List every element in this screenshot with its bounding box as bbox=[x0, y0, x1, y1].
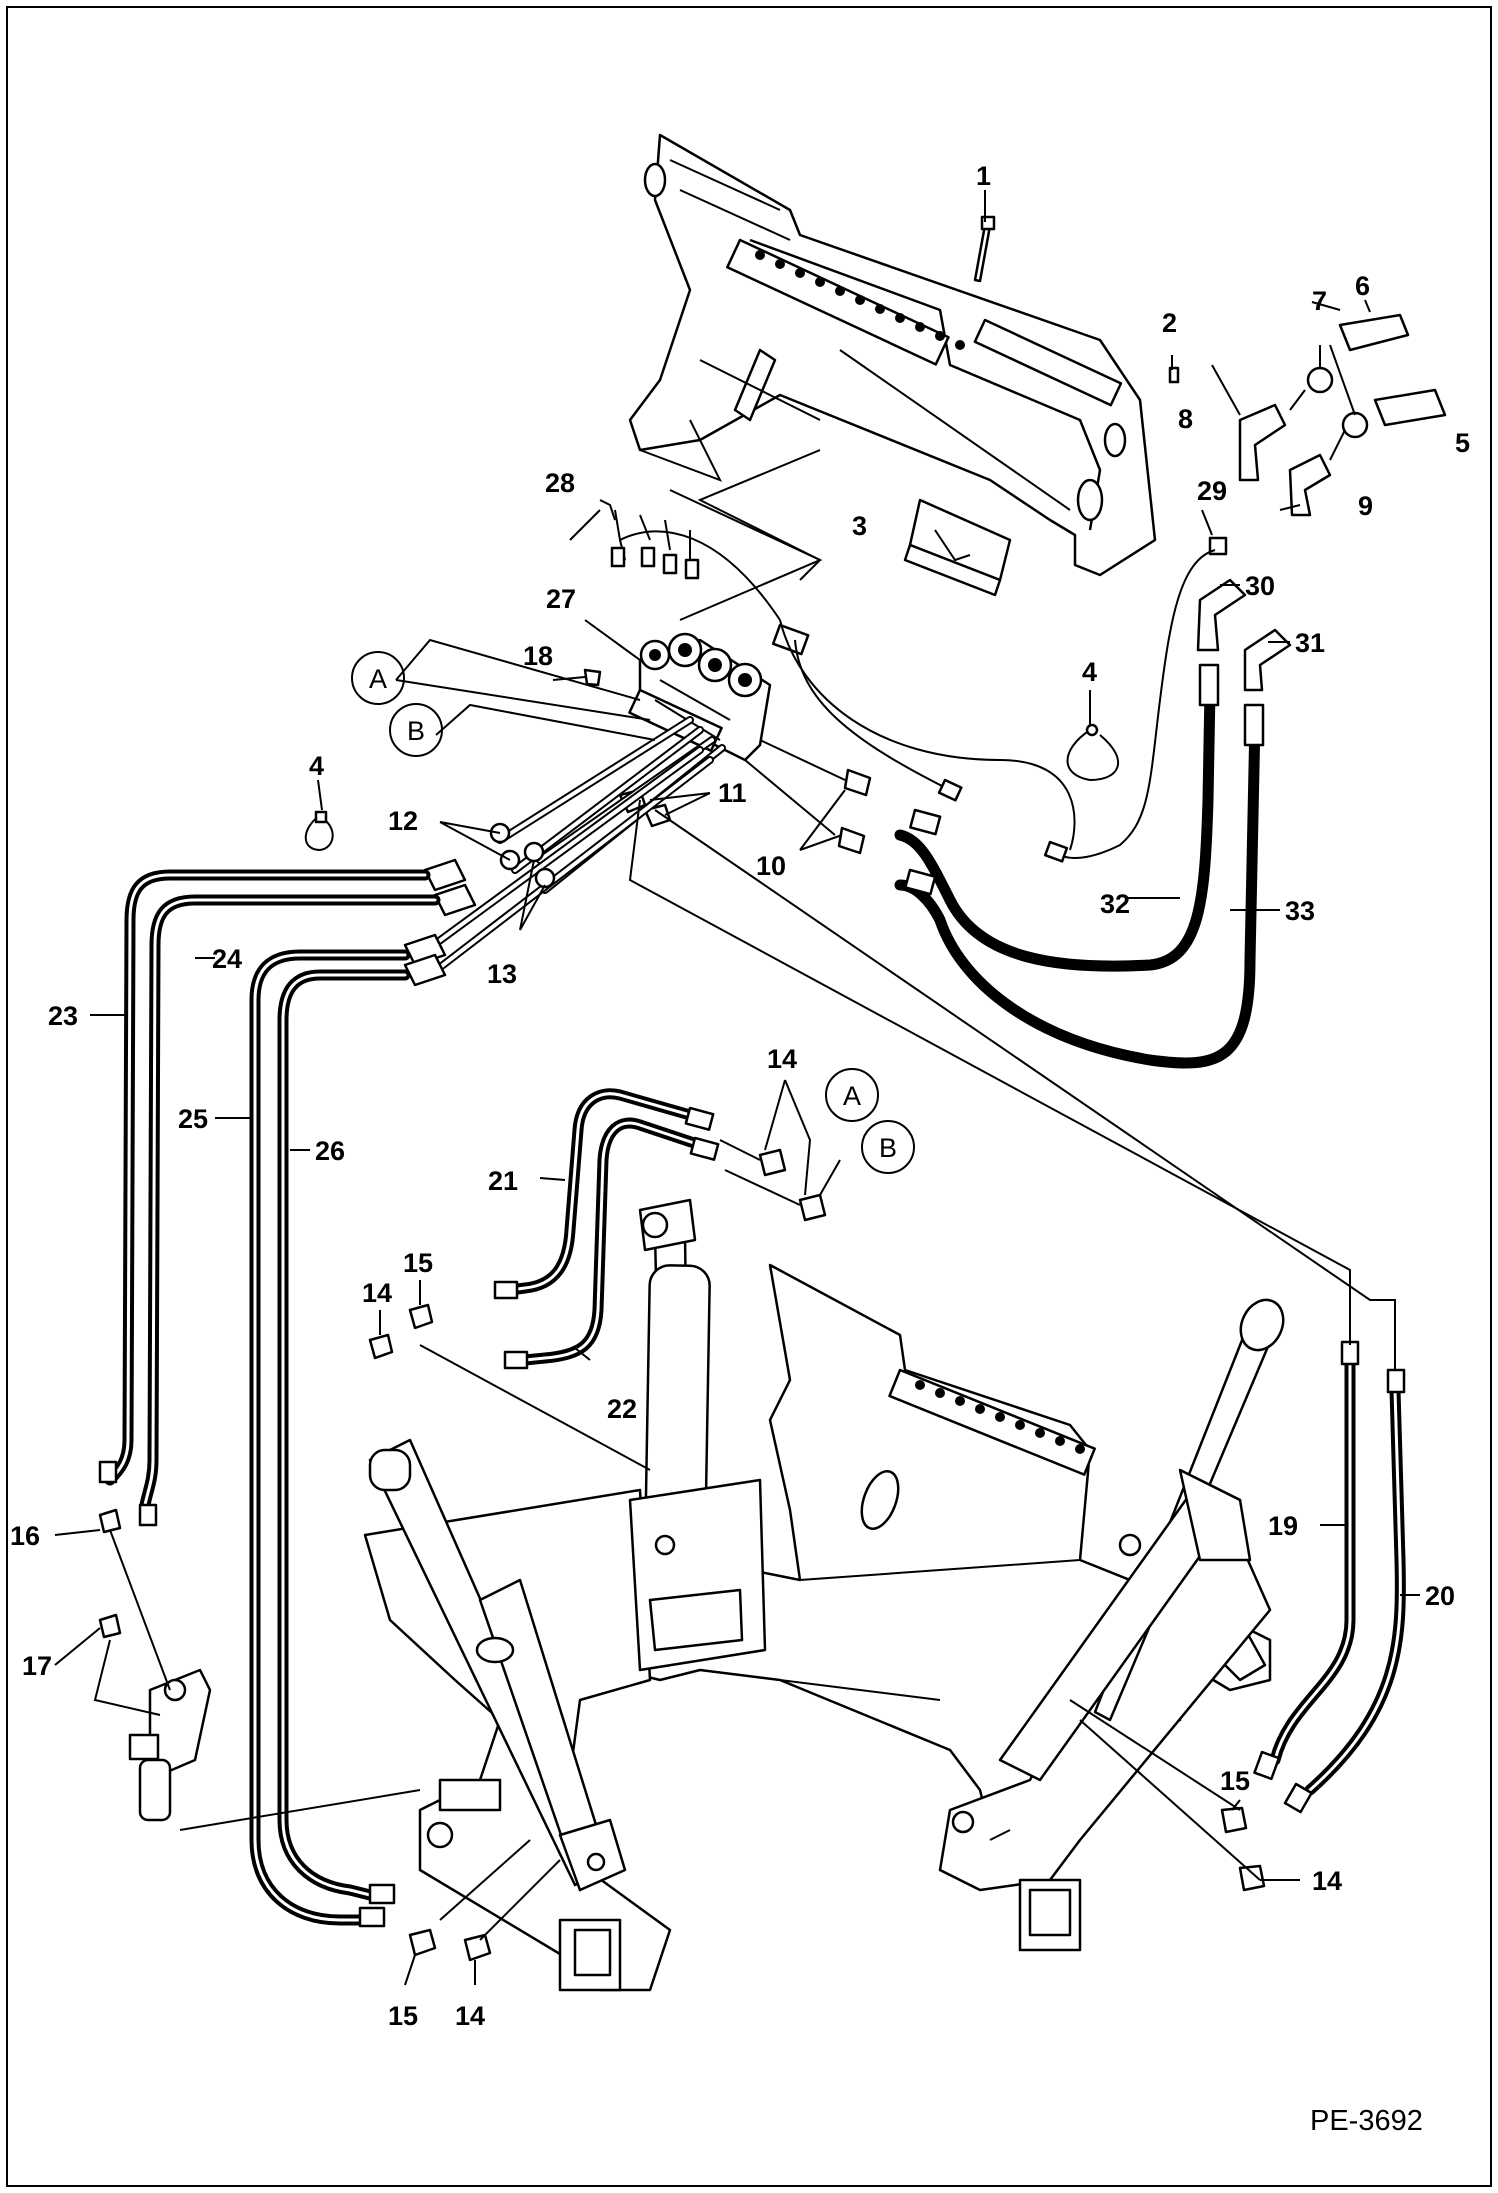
callout-10: 10 bbox=[756, 851, 786, 881]
callout-labels: 1 2 3 4 4 5 6 7 8 9 10 11 12 13 14 14 14… bbox=[10, 161, 1470, 2031]
hose-32 bbox=[894, 663, 1220, 972]
hose-25 bbox=[249, 949, 411, 1926]
ref-marker-b-center: B bbox=[861, 1120, 915, 1174]
callout-14d: 14 bbox=[455, 2001, 485, 2031]
callout-28: 28 bbox=[545, 468, 575, 498]
diagram-frame bbox=[6, 6, 1492, 2187]
hose-21 bbox=[493, 1088, 715, 1300]
hose-33 bbox=[894, 703, 1265, 1069]
callout-5: 5 bbox=[1455, 428, 1470, 458]
callout-29: 29 bbox=[1197, 476, 1227, 506]
valve-block-27 bbox=[628, 632, 772, 762]
hose-20 bbox=[1283, 1368, 1406, 1814]
callout-32: 32 bbox=[1100, 889, 1130, 919]
callout-27: 27 bbox=[546, 584, 576, 614]
callout-23: 23 bbox=[48, 1001, 78, 1031]
callout-15b: 15 bbox=[1220, 1766, 1250, 1796]
fitting-18 bbox=[583, 668, 602, 687]
callout-3: 3 bbox=[852, 511, 867, 541]
callout-14a: 14 bbox=[767, 1044, 797, 1074]
tie-strap-4 bbox=[1066, 723, 1120, 782]
callout-15a: 15 bbox=[403, 1248, 433, 1278]
callout-18: 18 bbox=[523, 641, 553, 671]
wire-harness-28 bbox=[599, 499, 1076, 851]
callout-33: 33 bbox=[1285, 896, 1315, 926]
callout-4b: 4 bbox=[309, 751, 324, 781]
left-cylinder bbox=[368, 1438, 627, 1892]
hose-24 bbox=[139, 894, 441, 1511]
callout-7: 7 bbox=[1312, 286, 1327, 316]
svg-text:B: B bbox=[879, 1133, 897, 1163]
callout-6: 6 bbox=[1355, 271, 1370, 301]
small-cylinder bbox=[93, 1508, 212, 1822]
callout-2: 2 bbox=[1162, 308, 1177, 338]
ref-marker-a-center: A bbox=[825, 1068, 879, 1122]
hose-19 bbox=[1253, 1340, 1360, 1781]
hose-ends-lower-left bbox=[98, 1460, 492, 1962]
bolt-1 bbox=[973, 215, 996, 283]
pin-2 bbox=[1168, 366, 1180, 384]
leader-lines bbox=[54, 190, 1420, 1986]
svg-text:A: A bbox=[843, 1081, 861, 1111]
elbow-31 bbox=[1243, 628, 1292, 692]
callout-17: 17 bbox=[22, 1651, 52, 1681]
fittings-10 bbox=[744, 739, 942, 896]
callout-30: 30 bbox=[1245, 571, 1275, 601]
callout-9: 9 bbox=[1358, 491, 1373, 521]
callout-24: 24 bbox=[212, 944, 242, 974]
valve-connector bbox=[771, 623, 963, 802]
callout-12: 12 bbox=[388, 806, 418, 836]
svg-text:B: B bbox=[407, 716, 425, 746]
callout-19: 19 bbox=[1268, 1511, 1298, 1541]
ref-marker-a-top: A bbox=[351, 651, 405, 705]
callout-16: 16 bbox=[10, 1521, 40, 1551]
callout-1: 1 bbox=[976, 161, 991, 191]
callout-11: 11 bbox=[718, 778, 747, 808]
callout-8: 8 bbox=[1178, 404, 1193, 434]
callout-14b: 14 bbox=[362, 1278, 392, 1308]
callout-22: 22 bbox=[607, 1394, 637, 1424]
callout-4a: 4 bbox=[1082, 657, 1097, 687]
callout-15c: 15 bbox=[388, 2001, 418, 2031]
reference-markers: A B A B bbox=[351, 651, 915, 1174]
elbows-14-15-right bbox=[1220, 1806, 1266, 1892]
elbows-14-15-center bbox=[368, 1139, 827, 1360]
callout-25: 25 bbox=[178, 1104, 208, 1134]
callout-26: 26 bbox=[315, 1136, 345, 1166]
svg-text:A: A bbox=[369, 664, 387, 694]
callout-31: 31 bbox=[1295, 628, 1325, 658]
hose-23 bbox=[104, 869, 431, 1486]
upper-mounting-plate bbox=[628, 133, 1157, 581]
plate-3 bbox=[903, 498, 1012, 597]
callout-14c: 14 bbox=[1312, 1866, 1342, 1896]
elbow-30 bbox=[1196, 578, 1247, 652]
callout-21: 21 bbox=[488, 1166, 518, 1196]
callout-20: 20 bbox=[1425, 1581, 1455, 1611]
wire-29 bbox=[1043, 536, 1228, 863]
hose-26 bbox=[277, 969, 411, 1901]
diagram-code: PE-3692 bbox=[1310, 2105, 1423, 2137]
couplers-group bbox=[1238, 313, 1447, 517]
steel-tubes bbox=[416, 716, 726, 979]
right-cylinder bbox=[998, 1298, 1285, 1782]
hose-22 bbox=[503, 1117, 720, 1370]
ref-marker-b-top: B bbox=[389, 703, 443, 757]
center-cylinder bbox=[628, 1198, 767, 1672]
callout-13: 13 bbox=[487, 959, 517, 989]
tie-strap-4b bbox=[304, 810, 334, 852]
